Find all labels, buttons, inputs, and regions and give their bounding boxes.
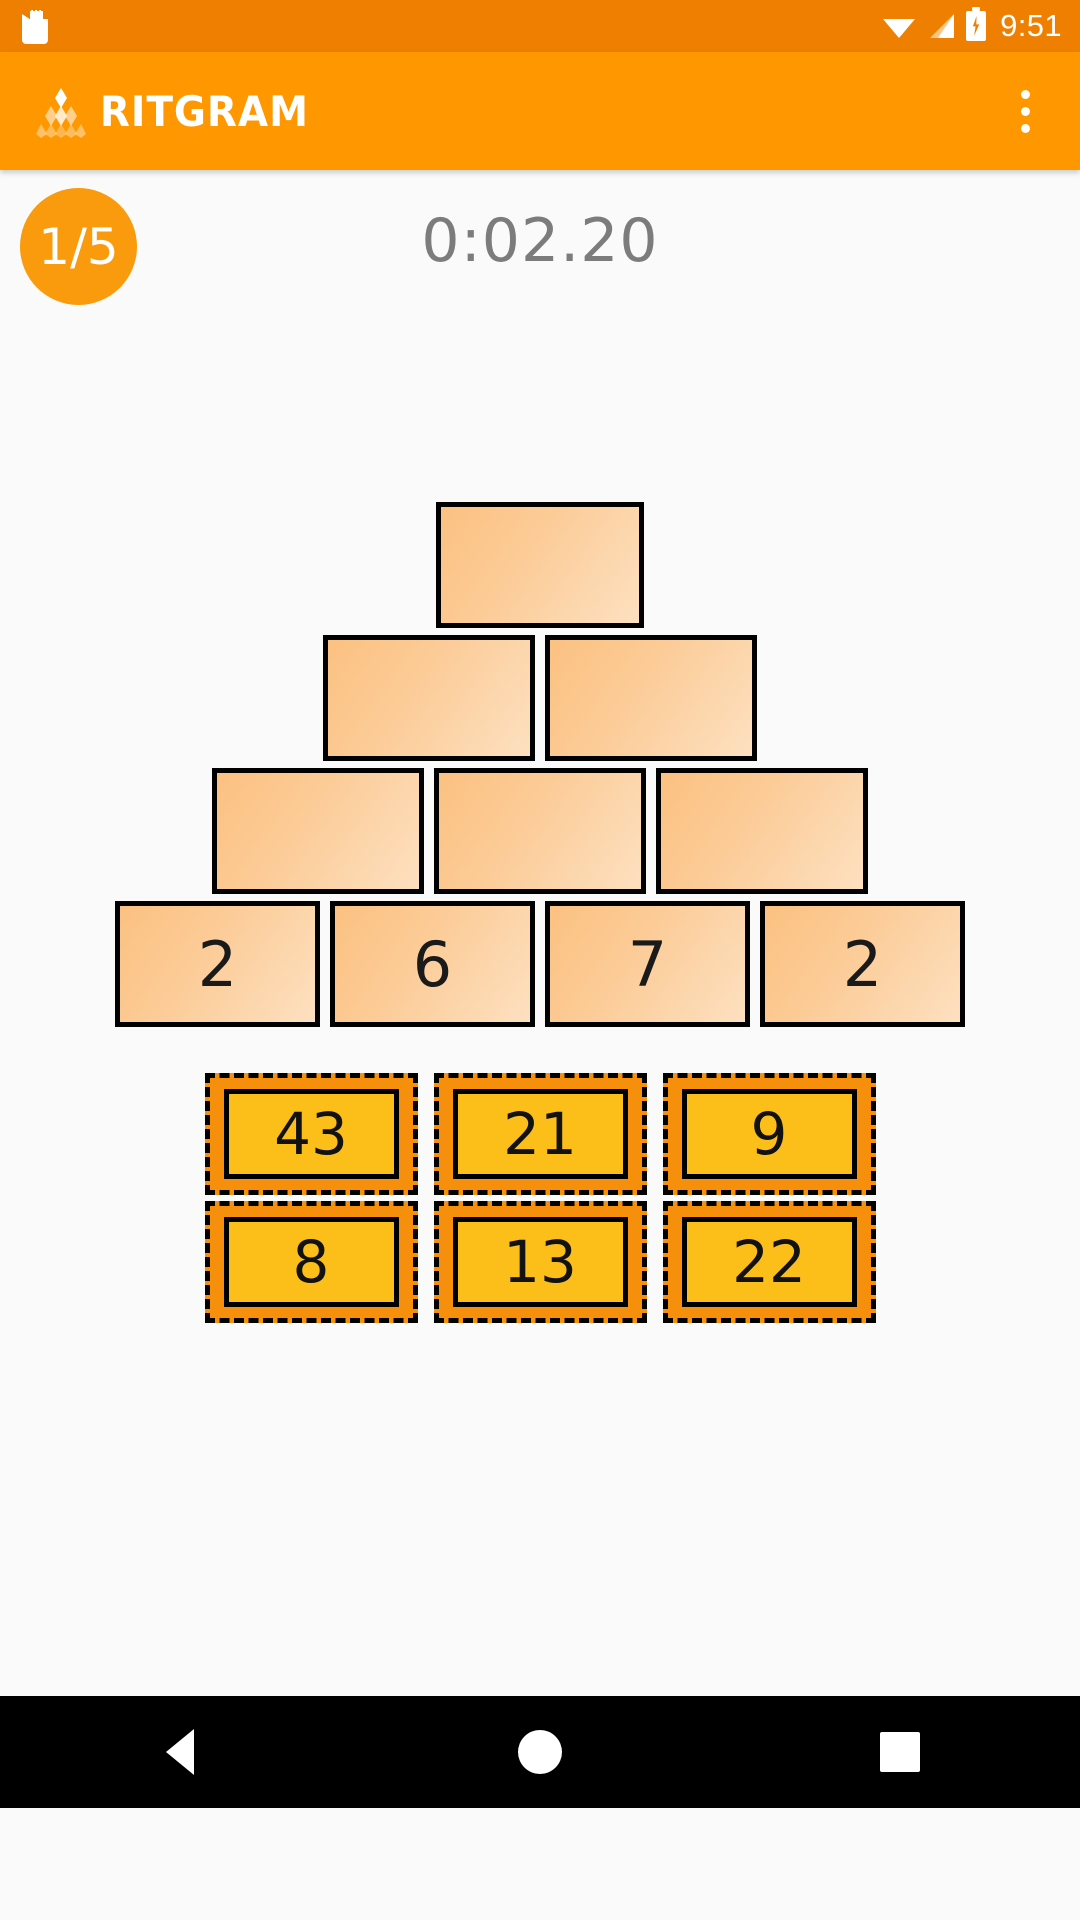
wifi-icon <box>882 13 916 39</box>
answer-drop-zone[interactable]: 22 <box>662 1201 876 1323</box>
pyramid-brick[interactable] <box>656 768 868 894</box>
android-navigation-bar <box>0 1696 1080 1808</box>
answer-drop-zone[interactable]: 8 <box>204 1201 418 1323</box>
pyramid-row <box>0 502 1080 628</box>
nav-back-button[interactable] <box>120 1696 240 1808</box>
ritgram-diamond-logo-icon <box>34 84 88 138</box>
pyramid-brick[interactable] <box>545 635 757 761</box>
answer-tile[interactable]: 9 <box>681 1089 857 1179</box>
app-brand: RITGRAM <box>34 84 317 138</box>
game-content: 1/5 0:02.20 <box>0 170 1080 1808</box>
pyramid-brick-label: 2 <box>842 927 883 1001</box>
pyramid-row <box>0 635 1080 761</box>
answer-tile-tray: 43 21 9 8 13 <box>0 1070 1080 1326</box>
answer-drop-zone[interactable]: 21 <box>433 1073 647 1195</box>
app-title: RITGRAM <box>99 86 309 136</box>
pyramid-brick-label: 2 <box>197 927 238 1001</box>
round-counter-label: 1/5 <box>38 217 119 276</box>
answer-drop-zone[interactable]: 9 <box>662 1073 876 1195</box>
answer-tile-label: 43 <box>274 1100 348 1168</box>
answer-tile[interactable]: 22 <box>681 1217 857 1307</box>
answer-drop-zone[interactable]: 43 <box>204 1073 418 1195</box>
overflow-dot <box>1020 89 1030 99</box>
battery-bolt-glyph <box>972 16 980 36</box>
overflow-menu-icon[interactable] <box>1000 81 1050 141</box>
pyramid-row: 2 6 7 2 <box>0 901 1080 1027</box>
answer-tile-label: 8 <box>292 1228 330 1296</box>
pyramid-brick[interactable] <box>212 768 424 894</box>
answer-tile-label: 21 <box>503 1100 577 1168</box>
status-bar-clock: 9:51 <box>1000 8 1062 43</box>
game-hud: 1/5 0:02.20 <box>0 170 1080 325</box>
number-pyramid: 2 6 7 2 <box>0 502 1080 1034</box>
pyramid-brick[interactable]: 7 <box>545 901 750 1027</box>
answer-tile-label: 22 <box>732 1228 806 1296</box>
back-icon <box>166 1729 194 1775</box>
recents-icon <box>880 1732 920 1772</box>
pyramid-brick-label: 6 <box>412 927 453 1001</box>
nav-recents-button[interactable] <box>840 1696 960 1808</box>
pyramid-brick[interactable] <box>436 502 644 628</box>
pyramid-brick[interactable] <box>434 768 646 894</box>
pyramid-brick[interactable]: 2 <box>115 901 320 1027</box>
battery-charging-icon <box>966 7 987 41</box>
pyramid-brick[interactable] <box>323 635 535 761</box>
answer-tile-label: 9 <box>750 1100 788 1168</box>
pyramid-brick-label: 7 <box>627 927 668 1001</box>
pyramid-row <box>0 768 1080 894</box>
round-counter-badge: 1/5 <box>20 188 137 305</box>
app-bar: RITGRAM <box>0 52 1080 170</box>
answer-tile[interactable]: 8 <box>223 1217 399 1307</box>
game-timer: 0:02.20 <box>421 206 659 276</box>
home-icon <box>518 1730 562 1774</box>
status-bar-right: 9:51 <box>882 7 1062 44</box>
overflow-dot <box>1020 106 1030 116</box>
status-bar: 9:51 <box>0 0 1080 52</box>
sd-card-notch <box>29 10 43 19</box>
pyramid-brick[interactable]: 6 <box>330 901 535 1027</box>
answer-drop-zone[interactable]: 13 <box>433 1201 647 1323</box>
answer-tile[interactable]: 13 <box>452 1217 628 1307</box>
cell-signal-icon <box>926 13 956 39</box>
pyramid-brick[interactable]: 2 <box>760 901 965 1027</box>
overflow-dot <box>1020 123 1030 133</box>
status-bar-left <box>22 8 48 44</box>
answer-tile-label: 13 <box>503 1228 577 1296</box>
answer-tile[interactable]: 21 <box>452 1089 628 1179</box>
answer-tray-row: 43 21 9 <box>0 1070 1080 1198</box>
nav-home-button[interactable] <box>480 1696 600 1808</box>
sd-card-icon <box>22 8 48 44</box>
answer-tray-row: 8 13 22 <box>0 1198 1080 1326</box>
answer-tile[interactable]: 43 <box>223 1089 399 1179</box>
